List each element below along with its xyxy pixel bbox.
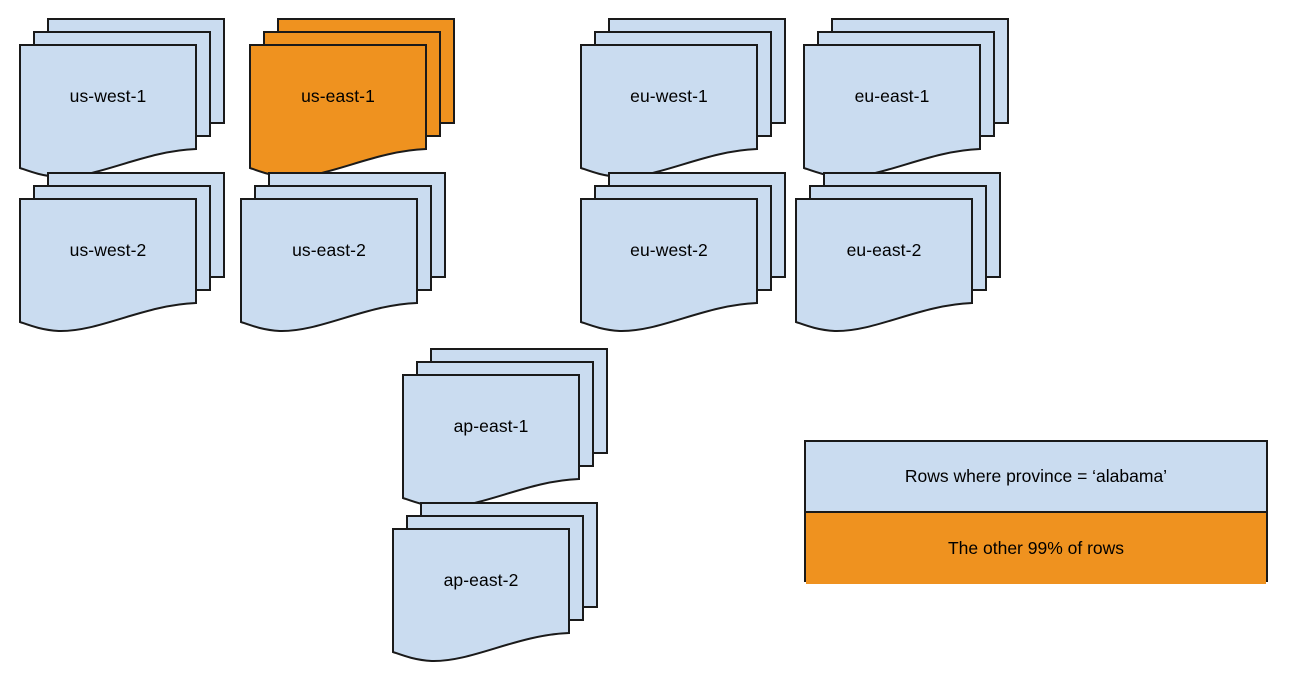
document-sheet-front xyxy=(402,374,580,509)
legend-normal: Rows where province = ‘alabama’ xyxy=(806,442,1266,513)
region-stack-eu-east-1[interactable]: eu-east-1 xyxy=(803,18,1011,179)
document-sheet-front xyxy=(580,198,758,333)
document-sheet-front xyxy=(392,528,570,663)
region-stack-us-east-1[interactable]: us-east-1 xyxy=(249,18,457,179)
legend-normal-text: Rows where province = ‘alabama’ xyxy=(904,466,1168,486)
document-sheet-front xyxy=(19,44,197,179)
region-stack-eu-west-2[interactable]: eu-west-2 xyxy=(580,172,788,333)
legend-highlight-text: The other 99% of rows xyxy=(947,538,1125,558)
document-sheet-front xyxy=(803,44,981,179)
region-stack-eu-east-2[interactable]: eu-east-2 xyxy=(795,172,1003,333)
legend: Rows where province = ‘alabama’ The other… xyxy=(804,440,1268,584)
region-stack-us-west-2[interactable]: us-west-2 xyxy=(19,172,227,333)
region-stack-us-east-2[interactable]: us-east-2 xyxy=(240,172,448,333)
document-sheet-front xyxy=(795,198,973,333)
region-stack-ap-east-2[interactable]: ap-east-2 xyxy=(392,502,600,663)
region-stack-us-west-1[interactable]: us-west-1 xyxy=(19,18,227,179)
document-sheet-front xyxy=(19,198,197,333)
document-sheet-front xyxy=(580,44,758,179)
region-stack-eu-west-1[interactable]: eu-west-1 xyxy=(580,18,788,179)
region-stack-ap-east-1[interactable]: ap-east-1 xyxy=(402,348,610,509)
document-sheet-front xyxy=(249,44,427,179)
legend-highlight: The other 99% of rows xyxy=(806,513,1266,584)
document-sheet-front xyxy=(240,198,418,333)
